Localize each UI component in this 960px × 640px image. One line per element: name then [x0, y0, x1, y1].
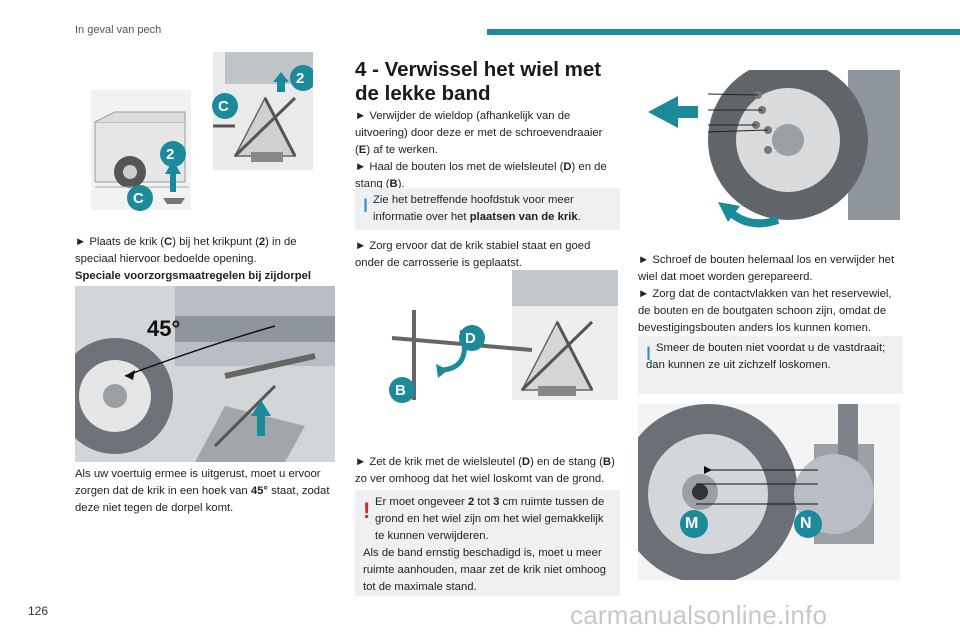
instruction-clean-surfaces: ► Zorg dat de contactvlakken van het res… — [638, 288, 892, 334]
label-n: N — [800, 515, 812, 532]
place-jack-run-0: ► Plaats de krik ( — [75, 236, 165, 248]
label-m: M — [685, 515, 699, 532]
label-d: D — [465, 330, 476, 347]
loosen-bolts-run-4: ). — [397, 178, 405, 190]
instruction-raise-jack: ► Zet de krik met de wielsleutel (D) en … — [355, 454, 620, 488]
warning-run-3: 3 — [493, 496, 500, 508]
loosen-bolts-run-3: B — [389, 178, 398, 190]
remove-hubcap-run-2: ) af te werken. — [366, 144, 438, 156]
section-heading: 4 - Verwissel het wiel met de lekke band — [355, 58, 602, 105]
label-2-top: 2 — [296, 70, 305, 87]
info-icon: ǀ — [646, 344, 652, 364]
raise-jack-run-3: B — [602, 456, 612, 468]
info-box-jack-placement: ǀ Zie het betreffende hoofdstuk voor mee… — [355, 188, 620, 230]
info-jack-run-0: Zie het betreffende hoofdstuk voor meer … — [373, 194, 574, 223]
warning-text: Er moet ongeveer 2 tot 3 cm ruimte tusse… — [375, 494, 615, 545]
jack-angle-run-0: Als uw voertuig ermee is uitgerust, moet… — [75, 468, 321, 497]
header-accent-bar — [487, 29, 960, 35]
remove-hubcap-run-0: ► Verwijder de wieldop (afhankelijk van … — [355, 110, 603, 156]
raise-jack-run-4: ) zo ver omhoog dat het wiel loskomt van… — [355, 456, 615, 485]
place-jack-run-4: ) in de speciaal hiervoor bedoelde openi… — [75, 236, 297, 265]
jack-angle-run-2: staat, zodat deze niet tegen de dorpel k… — [75, 485, 330, 514]
section-title: In geval van pech — [75, 24, 162, 36]
info-jack-run-1: plaatsen van de krik — [469, 211, 578, 223]
instruction-place-jack: ► Plaats de krik (C) bij het krikpunt (2… — [75, 234, 335, 268]
loosen-bolts-run-1: D — [563, 161, 572, 173]
instruction-remove-wheel: ► Schroef de bouten helemaal los en verw… — [638, 254, 895, 283]
label-2-bottom: 2 — [166, 146, 175, 163]
page-number: 126 — [28, 604, 49, 618]
info-box-grease: ǀ Smeer de bouten niet voordat u de vast… — [638, 336, 903, 394]
watermark: carmanualsonline.info — [570, 600, 828, 630]
angle-label: 45° — [147, 316, 181, 341]
info-text-jack: Zie het betreffende hoofdstuk voor meer … — [373, 192, 613, 226]
middle-text-block-1: ► Verwijder de wieldop (afhankelijk van … — [355, 108, 620, 193]
middle-text-block-3: ► Zet de krik met de wielsleutel (D) en … — [355, 454, 620, 488]
raise-jack-run-0: ► Zet de krik met de wielsleutel ( — [355, 456, 522, 468]
raise-jack-run-2: ) en de stang ( — [530, 456, 603, 468]
warning-icon: ! — [363, 498, 371, 523]
jack-angle-run-1: 45° — [250, 485, 268, 497]
subheading-sill-precautions: Speciale voorzorgsmaatregelen bij zijdor… — [75, 270, 312, 282]
place-jack-run-1: C — [164, 236, 173, 248]
loosen-bolts-run-0: ► Haal de bouten los met de wielsleutel … — [355, 161, 564, 173]
label-c-top: C — [218, 98, 229, 115]
right-text-block-1: ► Schroef de bouten helemaal los en verw… — [638, 252, 903, 337]
warning-run-2: tot — [474, 496, 494, 508]
figure-wheel-removal — [648, 70, 900, 240]
instruction-jack-angle: Als uw voertuig ermee is uitgerust, moet… — [75, 466, 335, 517]
remove-hubcap-run-1: E — [358, 144, 367, 156]
left-text-block-2: Als uw voertuig ermee is uitgerust, moet… — [75, 466, 335, 517]
label-b: B — [395, 382, 406, 399]
info-jack-run-2: . — [577, 211, 581, 223]
warning-extra-text: Als de band ernstig beschadigd is, moet … — [363, 547, 607, 593]
middle-text-block-2: ► Zorg ervoor dat de krik stabiel staat … — [355, 238, 620, 272]
figure-jack-45-degrees: 45° — [75, 286, 335, 462]
warning-box-clearance: ! Er moet ongeveer 2 tot 3 cm ruimte tus… — [355, 490, 620, 596]
figure-jack-wrench: D B — [372, 270, 618, 420]
info-text-grease: Smeer de bouten niet voordat u de vastdr… — [646, 342, 886, 371]
figure-jack-placement: 2 C 2 C — [85, 52, 313, 220]
place-jack-run-2: ) bij het krikpunt ( — [172, 236, 259, 248]
left-text-block-1: ► Plaats de krik (C) bij het krikpunt (2… — [75, 234, 335, 285]
place-jack-run-3: 2 — [258, 236, 266, 248]
info-icon: ǀ — [363, 196, 369, 216]
figure-mount-spare-wheel: M N — [638, 404, 900, 580]
warning-run-1: 2 — [467, 496, 475, 508]
instruction-loosen-bolts: ► Haal de bouten los met de wielsleutel … — [355, 159, 620, 193]
warning-run-0: Er moet ongeveer — [375, 496, 468, 508]
instruction-remove-hubcap: ► Verwijder de wieldop (afhankelijk van … — [355, 108, 620, 159]
label-c-bottom: C — [133, 190, 144, 207]
warning-run-4: cm ruimte tussen de grond en het wiel zi… — [375, 496, 605, 542]
loosen-bolts-run-2: ) en de stang ( — [355, 161, 607, 190]
raise-jack-run-1: D — [521, 456, 531, 468]
instruction-jack-stable: ► Zorg ervoor dat de krik stabiel staat … — [355, 240, 591, 269]
